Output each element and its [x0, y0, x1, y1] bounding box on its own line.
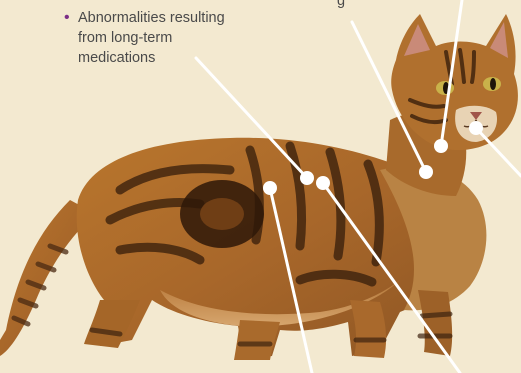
- leader-dot-chest: [419, 165, 433, 179]
- leader-dot-back: [316, 176, 330, 190]
- callout-fragment-text: g: [337, 0, 345, 11]
- leader-dot-muzzle: [469, 121, 483, 135]
- callout-medications: • Abnormalities resulting from long-term…: [64, 8, 244, 68]
- callout-text: Abnormalities resulting from long-term m…: [64, 8, 244, 68]
- callout-bullet: •: [64, 8, 70, 28]
- leader-dot-mouth: [434, 139, 448, 153]
- leader-dot-medications: [300, 171, 314, 185]
- leader-dot-flank: [263, 181, 277, 195]
